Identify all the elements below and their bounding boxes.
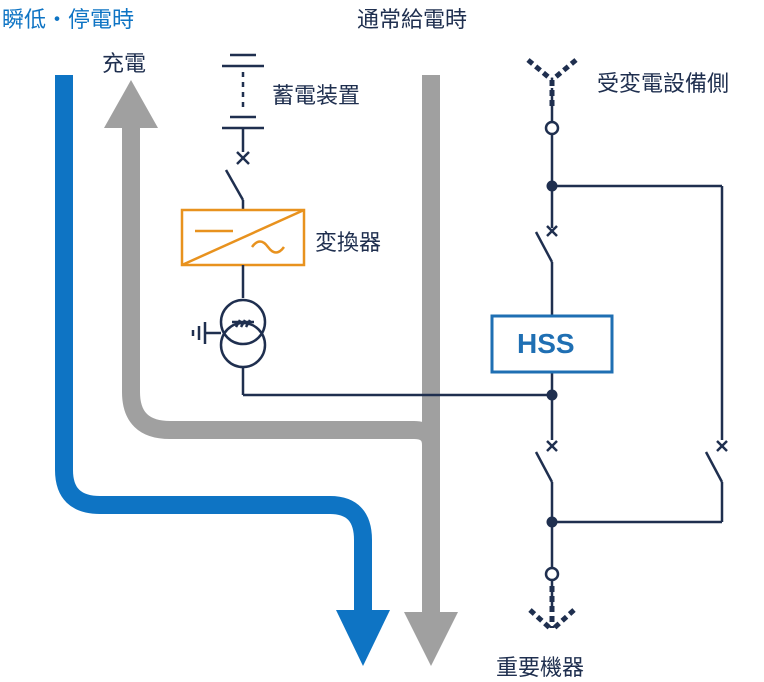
outage-flow-path — [55, 75, 372, 612]
outgoing-terminal — [544, 566, 560, 582]
hss-box — [490, 314, 614, 374]
battery-label: 蓄電装置 — [272, 84, 361, 109]
outage-arrow-head — [336, 610, 390, 666]
normal-title: 通常給電時 — [357, 8, 468, 33]
outgoing-arrow — [528, 586, 576, 632]
charge-arrow-head — [104, 80, 158, 128]
charge-label: 充電 — [102, 52, 147, 77]
outage-title: 瞬低・停電時 — [2, 8, 135, 33]
hss-label: HSS — [517, 328, 575, 359]
battery-symbol — [222, 53, 264, 152]
normal-arrow-head — [404, 612, 458, 666]
critical-load-label: 重要機器 — [496, 656, 585, 681]
incoming-terminal — [544, 120, 560, 136]
transformer-symbol — [191, 265, 552, 397]
normal-flow-shaft — [422, 75, 440, 620]
junction-dots — [546, 180, 558, 528]
converter-box — [180, 208, 306, 267]
battery-breaker — [224, 151, 250, 210]
substation-label: 受変電設備側 — [597, 72, 730, 97]
breaker-marks — [546, 225, 728, 452]
converter-label: 変換器 — [315, 231, 382, 256]
main-bus — [534, 88, 724, 610]
incoming-feeder-symbol — [526, 58, 578, 108]
